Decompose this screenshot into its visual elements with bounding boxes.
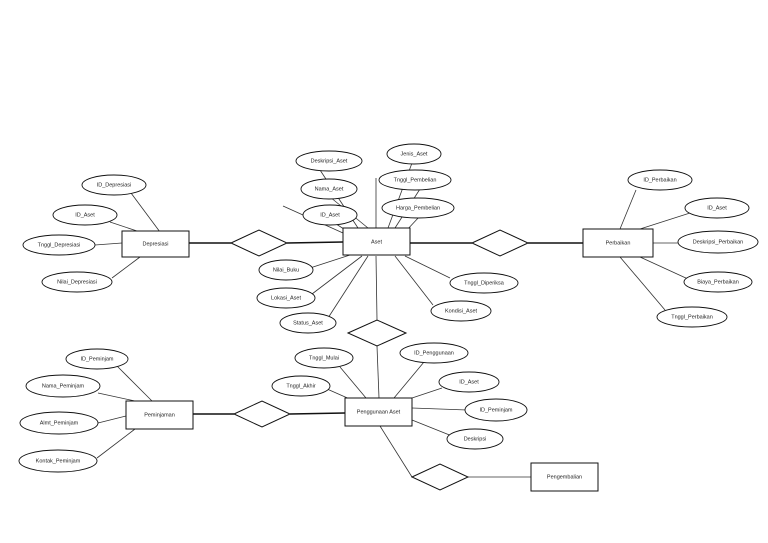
- attribute-kondisi-aset: Kondisi_Aset: [430, 300, 492, 322]
- attribute-deskripsi-aset: Deskripsi_Aset: [295, 150, 363, 172]
- attribute-nama-peminjam: Nama_Peminjam: [25, 374, 101, 398]
- svg-text:ID_Aset: ID_Aset: [707, 205, 727, 211]
- svg-text:Tnggl_Depresiasi: Tnggl_Depresiasi: [38, 242, 81, 248]
- attribute-nilai-buku: Nilai_Buku: [258, 259, 314, 281]
- entity-label: Depresiasi: [143, 241, 169, 247]
- entity-perbaikan: Perbaikan: [582, 228, 654, 258]
- relationship-diamond-aset-penggunaan: [346, 319, 408, 347]
- svg-text:ID_Peminjam: ID_Peminjam: [80, 356, 113, 362]
- svg-text:Tnggl_Perbaikan: Tnggl_Perbaikan: [671, 314, 713, 320]
- svg-text:ID_Aset: ID_Aset: [320, 212, 340, 218]
- entity-label: Perbaikan: [606, 240, 631, 246]
- attribute-tnggl-akhir: Tnggl_Akhir: [271, 375, 331, 397]
- attribute-tnggl-perbaikan: Tnggl_Perbaikan: [656, 306, 728, 328]
- attribute-id-penggunaan: ID_Penggunaan: [399, 342, 469, 364]
- svg-text:Almt_Peminjam: Almt_Peminjam: [40, 420, 79, 426]
- attribute-id-peminjam: ID_Peminjam: [65, 348, 129, 370]
- svg-text:Nilai_Buku: Nilai_Buku: [273, 267, 299, 273]
- attribute-harga-pembelian: Harga_Pembelian: [381, 197, 455, 219]
- svg-text:Tnggl_Akhir: Tnggl_Akhir: [286, 383, 316, 389]
- svg-text:Kontak_Peminjam: Kontak_Peminjam: [36, 458, 81, 464]
- svg-text:Tnggl_Mulai: Tnggl_Mulai: [309, 355, 339, 361]
- relationship-diamond-penggunaan-pengembalian: [410, 463, 470, 491]
- attribute-id-perbaikan: ID_Perbaikan: [627, 169, 693, 191]
- entity-label: Peminjaman: [144, 412, 175, 418]
- svg-text:ID_Peminjam: ID_Peminjam: [479, 407, 512, 413]
- svg-text:Nama_Aset: Nama_Aset: [315, 186, 344, 192]
- attribute-nama-aset: Nama_Aset: [300, 178, 358, 200]
- svg-text:Kondisi_Aset: Kondisi_Aset: [445, 308, 478, 314]
- attribute-id-aset-penggunaan: ID_Aset: [438, 371, 500, 393]
- svg-text:Deskripsi_Aset: Deskripsi_Aset: [311, 158, 348, 164]
- svg-text:Deskripsi: Deskripsi: [464, 436, 487, 442]
- attribute-tnggl-diperiksa: Tnggl_Diperiksa: [449, 272, 519, 294]
- attribute-tnggl-depresiasi: Tnggl_Depresiasi: [22, 234, 96, 256]
- attribute-almt-peminjam: Almt_Peminjam: [19, 411, 99, 435]
- svg-text:Tnggl_Diperiksa: Tnggl_Diperiksa: [464, 280, 505, 286]
- attribute-lokasi-aset: Lokasi_Aset: [256, 287, 316, 309]
- svg-text:ID_Penggunaan: ID_Penggunaan: [414, 350, 454, 356]
- attribute-tnggl-pembelian: Tnggl_Pembelian: [378, 169, 452, 191]
- entity-depresiasi: Depresiasi: [121, 230, 190, 258]
- relationship-diamond-aset-perbaikan: [470, 229, 530, 257]
- attribute-deskripsi: Deskripsi: [446, 428, 504, 450]
- relationship-diamond-depresiasi-aset: [229, 229, 289, 257]
- svg-text:ID_Aset: ID_Aset: [75, 212, 95, 218]
- entity-pengembalian: Pengembalian: [530, 462, 599, 492]
- attribute-tnggl-mulai: Tnggl_Mulai: [294, 347, 354, 369]
- attribute-id-aset: ID_Aset: [52, 204, 118, 226]
- svg-text:Nilai_Depresiasi: Nilai_Depresiasi: [57, 279, 97, 285]
- entity-peminjaman: Peminjaman: [125, 400, 194, 430]
- attribute-id-depresiasi: ID_Depresiasi: [81, 174, 147, 196]
- svg-text:Jenis_Aset: Jenis_Aset: [401, 151, 428, 157]
- svg-text:ID_Aset: ID_Aset: [459, 379, 479, 385]
- svg-text:Deskripsi_Perbaikan: Deskripsi_Perbaikan: [693, 239, 743, 245]
- svg-text:Biaya_Perbaikan: Biaya_Perbaikan: [697, 279, 739, 285]
- svg-text:Tnggl_Pembelian: Tnggl_Pembelian: [394, 177, 437, 183]
- attribute-jenis-aset: Jenis_Aset: [386, 143, 442, 165]
- attribute-status-aset: Status_Aset: [279, 312, 337, 334]
- entity-label: Aset: [371, 239, 382, 245]
- svg-text:Harga_Pembelian: Harga_Pembelian: [396, 205, 440, 211]
- relationship-diamond-peminjaman-penggunaan: [232, 400, 292, 428]
- svg-text:Lokasi_Aset: Lokasi_Aset: [271, 295, 301, 301]
- attribute-id-peminjam-penggunaan: ID_Peminjam: [464, 398, 528, 422]
- attribute-kontak-peminjam: Kontak_Peminjam: [18, 449, 98, 473]
- entity-aset: Aset: [342, 227, 411, 256]
- attribute-id-aset-perbaikan: ID_Aset: [684, 197, 750, 219]
- entity-label: Penggunaan Aset: [357, 409, 401, 415]
- entity-penggunaan-aset: Penggunaan Aset: [344, 397, 413, 427]
- attribute-deskripsi-perbaikan: Deskripsi_Perbaikan: [677, 230, 759, 254]
- svg-text:Status_Aset: Status_Aset: [293, 320, 323, 326]
- svg-text:ID_Depresiasi: ID_Depresiasi: [97, 182, 132, 188]
- attribute-biaya-perbaikan: Biaya_Perbaikan: [683, 271, 753, 293]
- attribute-nilai-depresiasi: Nilai_Depresiasi: [41, 271, 113, 293]
- entity-label: Pengembalian: [547, 474, 582, 480]
- svg-text:ID_Perbaikan: ID_Perbaikan: [643, 177, 676, 183]
- svg-text:Nama_Peminjam: Nama_Peminjam: [42, 383, 85, 389]
- attribute-id-aset-main: ID_Aset: [302, 204, 358, 226]
